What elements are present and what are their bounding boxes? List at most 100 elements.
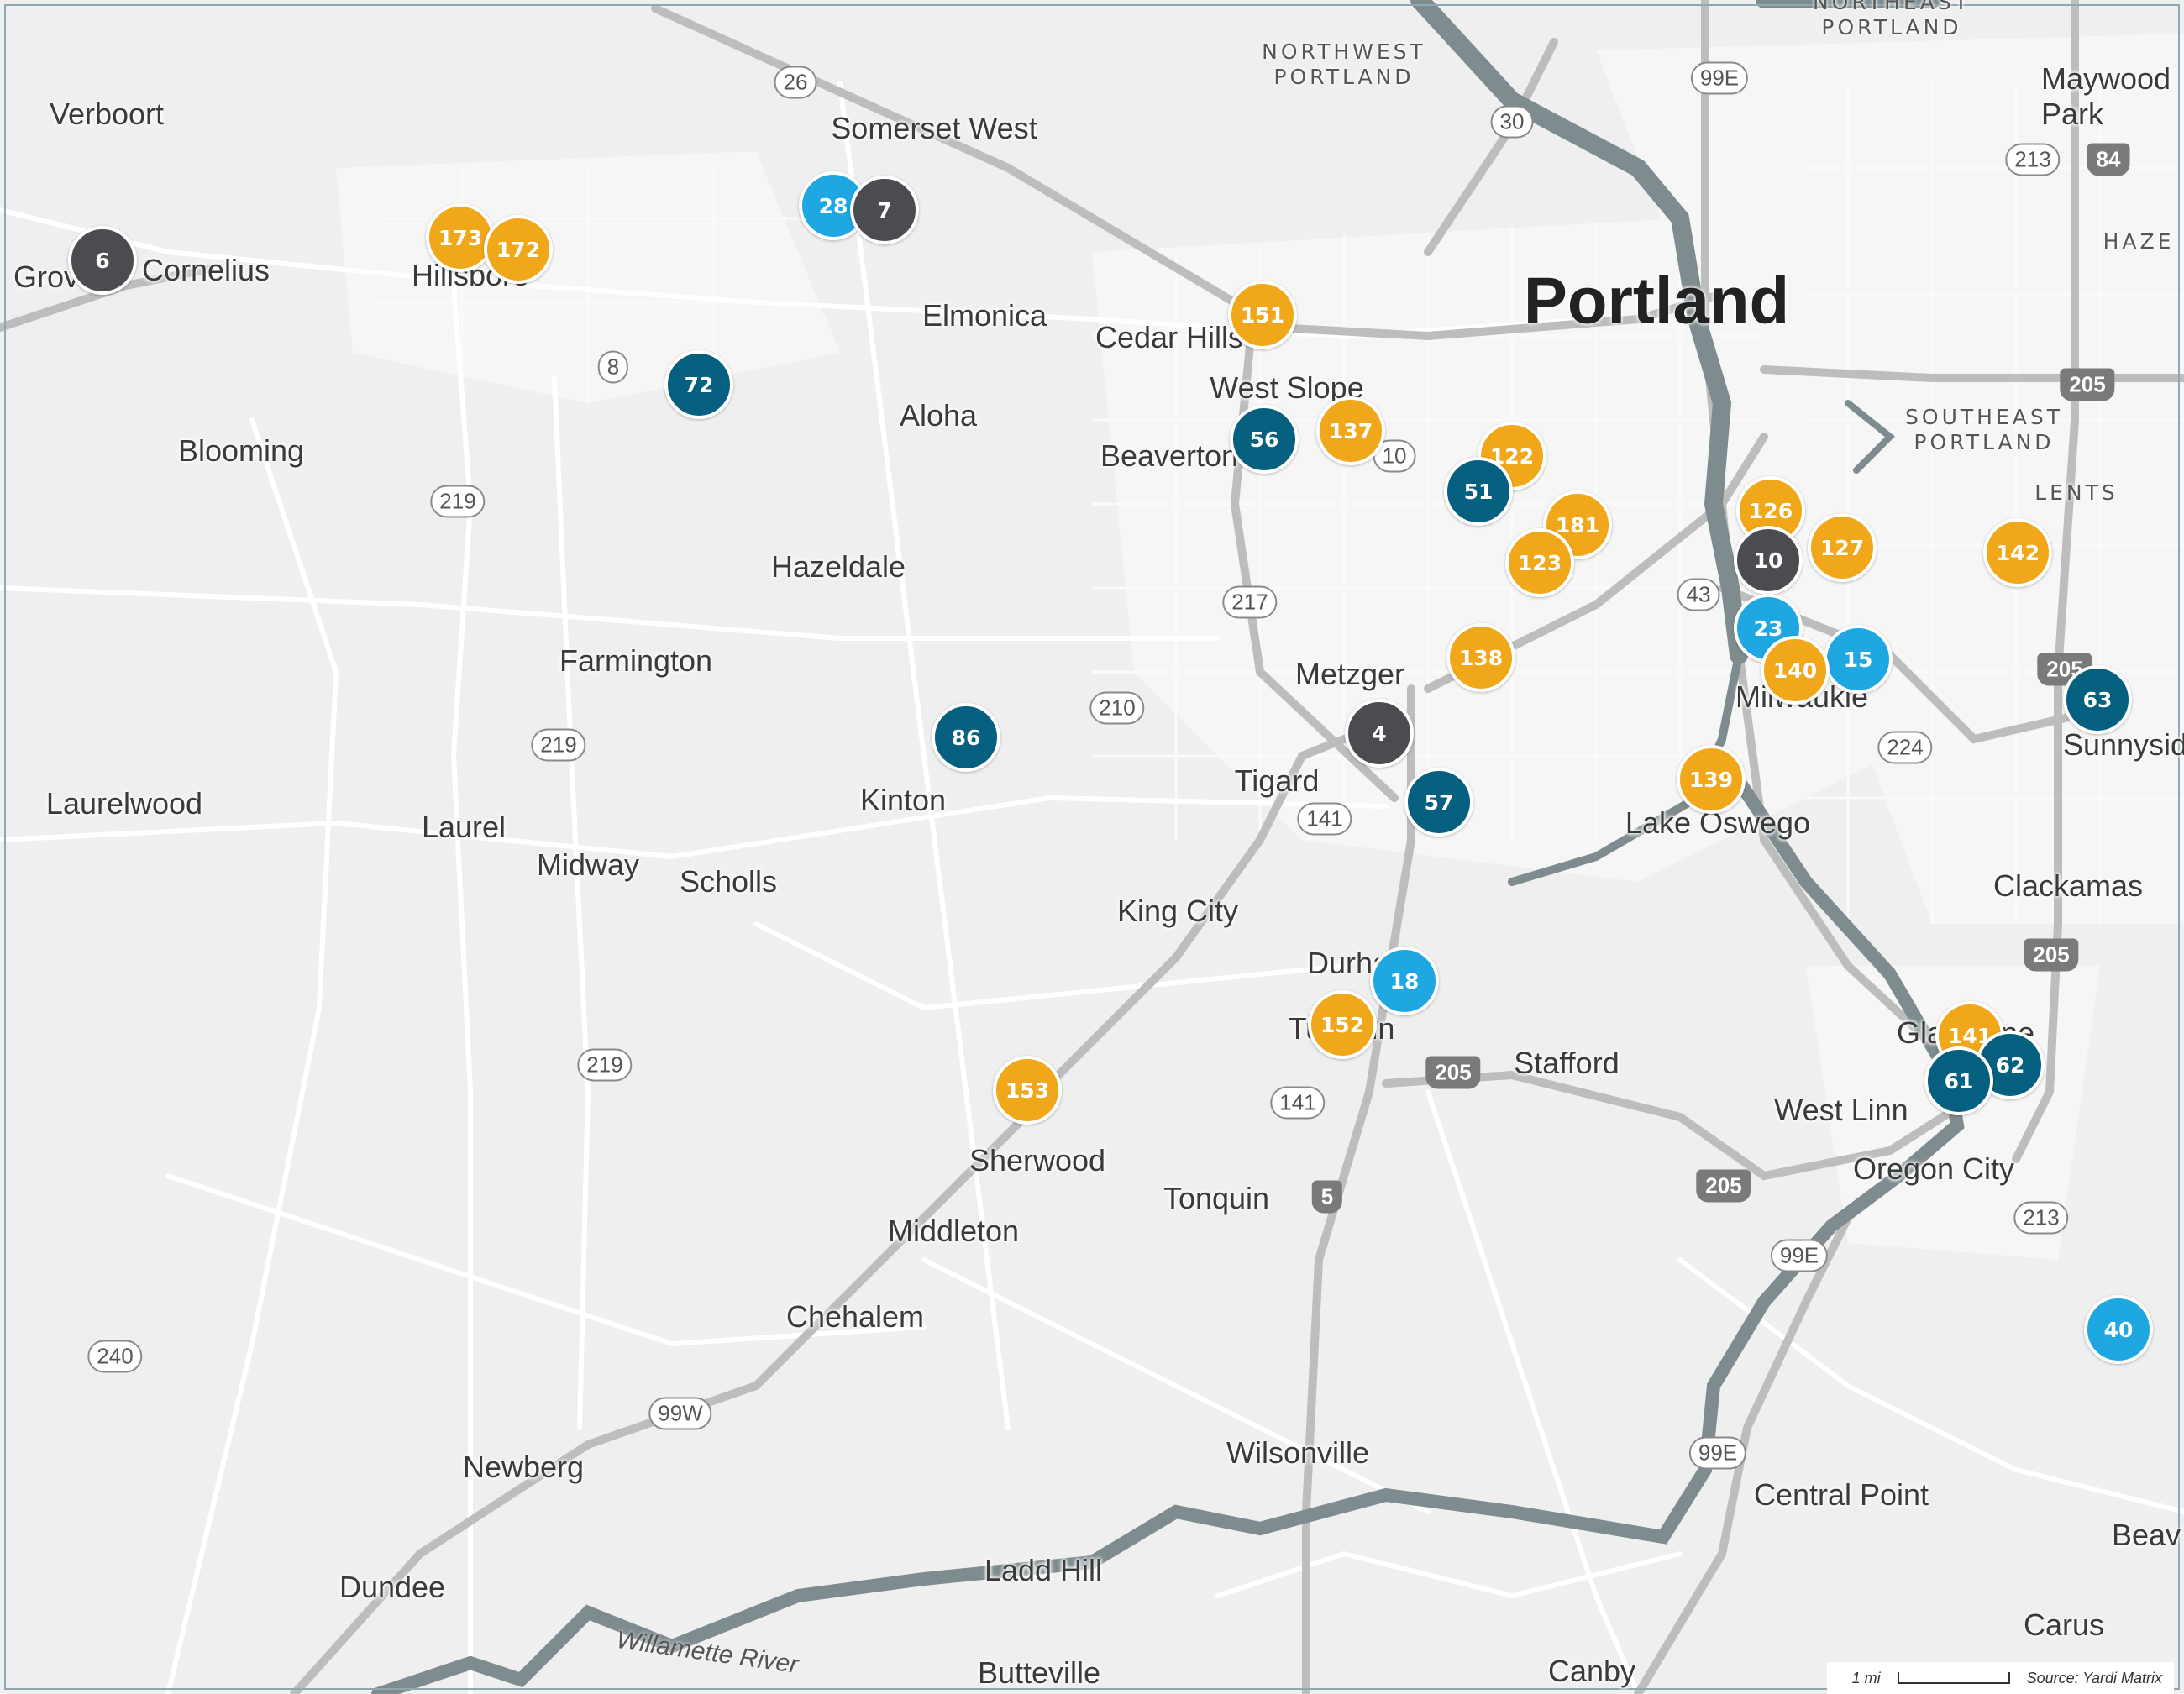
property-marker[interactable]: 151 [1228,281,1297,349]
district-label: HAZE [2103,229,2175,254]
property-marker[interactable]: 56 [1230,405,1299,474]
place-label: Elmonica [921,298,1047,333]
property-marker[interactable]: 6 [68,226,137,295]
place-label: Canby [1547,1654,1636,1688]
route-shield: 84 [2087,143,2130,176]
map-footer: 1 mi Source: Yardi Matrix [1826,1662,2174,1694]
place-label: Cedar Hills [1095,320,1244,354]
route-shield: 219 [577,1048,633,1082]
scale-label: 1 mi [1851,1669,1881,1686]
property-marker[interactable]: 137 [1316,396,1385,465]
property-marker[interactable]: 7 [850,176,919,244]
property-marker[interactable]: 18 [1370,947,1439,1015]
place-label: Somerset West [831,111,1037,145]
route-shield: 213 [2013,1201,2069,1235]
route-shield: 240 [87,1340,143,1373]
place-label: Farmington [559,643,713,678]
place-label: Central Point [1753,1477,1929,1512]
place-label: King City [1116,894,1239,928]
route-shield: 213 [2005,143,2061,176]
route-shield: 99E [1688,1436,1747,1470]
place-label: Middleton [887,1214,1020,1248]
property-marker[interactable]: 153 [993,1056,1062,1125]
route-shield: 99E [1770,1239,1829,1272]
property-marker[interactable]: 152 [1308,990,1377,1059]
source-credit: Source: Yardi Matrix [2026,1669,2162,1686]
place-label: Dundee [339,1570,446,1604]
property-marker[interactable]: 140 [1761,636,1830,705]
place-label: Scholls [679,864,778,899]
route-shield: 224 [1877,731,1933,764]
place-label: Hazeldale [770,549,906,584]
route-shield: 26 [774,66,817,99]
route-shield: 205 [1425,1056,1481,1089]
route-shield: 217 [1222,585,1278,619]
place-label: Tigard [1234,763,1320,798]
place-label: Verboort [49,97,165,131]
place-label: Chehalem [785,1299,925,1334]
property-marker[interactable]: 72 [664,350,733,419]
route-shield: 43 [1677,578,1720,611]
place-label: Wilsonville [1226,1435,1370,1470]
property-marker[interactable]: 51 [1444,457,1513,526]
route-shield: 141 [1297,802,1352,836]
route-shield: 5 [1311,1180,1343,1214]
place-label: Metzger [1294,657,1405,691]
place-label: Clackamas [1992,868,2144,903]
place-label: Carus [2023,1607,2105,1642]
property-marker[interactable]: 173 [426,203,495,272]
place-label: Laurelwood [45,786,203,821]
place-label: Blooming [177,433,305,468]
city-label: Portland [1523,263,1790,338]
property-marker[interactable]: 57 [1404,768,1473,837]
property-marker[interactable]: 10 [1734,526,1803,595]
property-marker[interactable]: 86 [932,703,1000,772]
place-label: Ladd Hill [984,1553,1103,1587]
property-marker[interactable]: 15 [1824,625,1893,694]
property-marker[interactable]: 63 [2063,665,2132,734]
place-label: Aloha [899,398,978,433]
route-shield: 141 [1270,1086,1326,1120]
rural-roads [0,81,2184,1694]
place-label: Tonquin [1163,1181,1270,1215]
street-grid [378,84,2184,924]
place-label: West Linn [1774,1093,1908,1127]
place-label: Sherwood [969,1143,1106,1177]
place-label: Beav [2111,1518,2181,1552]
route-shield: 205 [1696,1169,1751,1203]
route-shield: 219 [430,485,486,518]
place-label: Oregon City [1852,1151,2015,1186]
property-marker[interactable]: 61 [1924,1046,1993,1115]
district-label: LENTS [2034,480,2118,505]
property-marker[interactable]: 172 [484,215,553,284]
place-label: Stafford [1514,1046,1620,1080]
place-label: Midway [536,847,640,882]
property-marker[interactable]: 40 [2084,1295,2153,1364]
place-label: Beaverton [1100,438,1239,473]
property-marker[interactable]: 142 [1983,518,2052,587]
scale-bar [1897,1672,2010,1684]
route-shield: 205 [2024,938,2079,972]
route-shield: 99W [648,1397,712,1430]
route-shield: 210 [1089,691,1145,725]
route-shield: 219 [531,728,586,762]
urban-areas [336,34,2184,1260]
place-label: Cornelius [141,253,270,287]
property-marker[interactable]: 127 [1808,513,1877,582]
place-label: Kinton [859,783,947,817]
route-shield: 30 [1490,105,1534,139]
place-label: Laurel [421,810,507,844]
property-marker[interactable]: 139 [1677,745,1746,814]
place-label: Sunnyside [2062,727,2184,762]
property-marker[interactable]: 123 [1505,528,1574,597]
route-shield: 205 [2060,368,2115,401]
property-marker[interactable]: 4 [1345,699,1414,768]
place-label: Newberg [462,1450,585,1484]
property-marker[interactable]: 138 [1446,623,1515,692]
route-shield: 8 [597,350,629,384]
